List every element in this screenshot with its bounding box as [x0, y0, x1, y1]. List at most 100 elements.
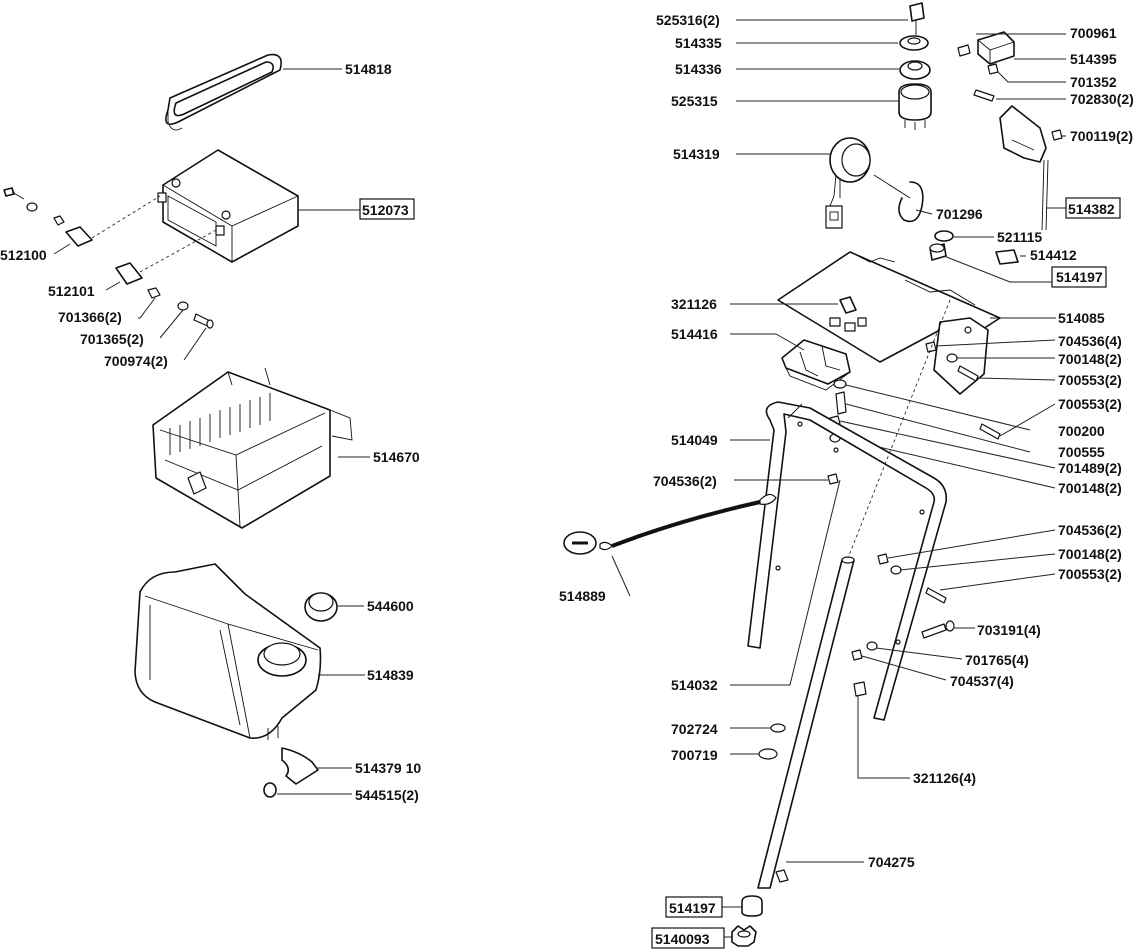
label-514336: 514336: [675, 61, 722, 77]
box-5140093: [651, 927, 725, 949]
label-703191: 703191(4): [977, 622, 1041, 638]
label-514395: 514395: [1070, 51, 1117, 67]
bushing-top-part: [929, 243, 947, 261]
leader-514032: [730, 479, 841, 686]
buzzer-part: [825, 137, 871, 229]
frame-side-hardware-parts: [877, 553, 947, 604]
leader-704536-2b: [887, 529, 1056, 559]
label-544600: 544600: [367, 598, 414, 614]
label-525316: 525316(2): [656, 12, 720, 28]
battery-tray-part: [152, 367, 353, 529]
leader-704537: [861, 655, 947, 681]
battery-strap-part: [165, 53, 282, 131]
retaining-clip-part: [873, 174, 924, 223]
bushing-bottom-part: [741, 895, 763, 917]
label-514889: 514889: [559, 588, 606, 604]
label-701765: 701765(4): [965, 652, 1029, 668]
label-514818: 514818: [345, 61, 392, 77]
leader-514416: [730, 333, 805, 351]
label-514839: 514839: [367, 667, 414, 683]
label-704536-2a: 704536(2): [653, 473, 717, 489]
grommet-part: [934, 230, 954, 242]
leader-321126-4: [857, 696, 910, 779]
leader-512101: [105, 281, 121, 291]
label-514412: 514412: [1030, 247, 1077, 263]
leader-700553-a: [977, 377, 1056, 381]
leader-700974: [183, 327, 207, 361]
label-512073: 512073: [362, 202, 409, 218]
label-700719: 700719: [671, 747, 718, 763]
label-514197b: 514197: [669, 900, 716, 916]
battery-part: [157, 149, 299, 263]
leader-701489: [839, 420, 1056, 469]
steering-shaft-part: [757, 299, 951, 889]
leader-704536-4: [935, 339, 1056, 347]
fuel-cap-part: [304, 592, 338, 622]
shaft-washer-parts: [758, 723, 786, 760]
label-514085: 514085: [1058, 310, 1105, 326]
label-701366: 701366(2): [58, 309, 122, 325]
label-700200: 700200: [1058, 423, 1105, 439]
leader-512100: [53, 243, 71, 255]
box-514197b: [665, 896, 723, 918]
label-702724: 702724: [671, 721, 718, 737]
frame-lower-hardware-parts: [851, 620, 955, 661]
terminal-cover-part: [3, 187, 161, 247]
label-525315: 525315: [671, 93, 718, 109]
label-321126: 321126: [671, 296, 717, 312]
pinion-gear-part: [731, 925, 757, 947]
label-704275: 704275: [868, 854, 915, 870]
label-321126-4: 321126(4): [913, 770, 976, 786]
label-700553-a: 700553(2): [1058, 372, 1122, 388]
ground-cable-part: [563, 493, 777, 555]
frame-clip-parts: [853, 681, 867, 697]
label-704536-2b: 704536(2): [1058, 522, 1122, 538]
label-700119: 700119(2): [1070, 128, 1133, 144]
handle-frame-part: [747, 401, 948, 721]
label-700555: 700555: [1058, 444, 1105, 460]
label-700553-c: 700553(2): [1058, 566, 1122, 582]
frame-nut-part: [827, 473, 839, 485]
label-5140093: 5140093: [655, 931, 710, 947]
label-514382: 514382: [1068, 201, 1115, 217]
ignition-key-part: [909, 2, 925, 35]
label-521115: 521115: [997, 229, 1042, 245]
leader-701765: [875, 647, 963, 660]
label-514319: 514319: [673, 146, 720, 162]
leader-700200: [845, 384, 1031, 431]
label-704536-4: 704536(4): [1058, 333, 1122, 349]
label-700148-c: 700148(2): [1058, 546, 1122, 562]
leader-701365: [159, 309, 184, 339]
label-512100: 512100: [0, 247, 47, 263]
label-514197a: 514197: [1056, 269, 1103, 285]
label-700961: 700961: [1070, 25, 1117, 41]
box-514382: [1065, 197, 1121, 219]
ignition-nut-part: [899, 35, 929, 51]
box-512073: [359, 198, 415, 220]
mount-bracket-part: [781, 339, 851, 391]
leader-700555: [845, 403, 1031, 453]
label-700148-a: 700148(2): [1058, 351, 1122, 367]
label-701489: 701489(2): [1058, 460, 1122, 476]
label-544515: 544515(2): [355, 787, 419, 803]
label-514379: 514379 10: [355, 760, 421, 776]
switch-bracket-parts: [957, 31, 1015, 75]
panel-clip-part: [839, 296, 857, 314]
switch-plate-parts: [973, 89, 1063, 231]
label-514032: 514032: [671, 677, 718, 693]
leader-700553-b: [999, 403, 1056, 437]
leader-700148-c: [899, 553, 1056, 571]
roll-pin-part: [775, 869, 789, 883]
fuel-tank-part: [134, 563, 322, 740]
leader-701366: [138, 297, 156, 319]
terminal-cover-2-part: [115, 228, 219, 285]
leader-701296: [915, 209, 933, 215]
label-702830: 702830(2): [1070, 91, 1134, 107]
ignition-bezel-part: [899, 60, 931, 80]
label-514416: 514416: [671, 326, 718, 342]
label-701352: 701352: [1070, 74, 1117, 90]
label-701296: 701296: [936, 206, 983, 222]
nut-washer-bolt-parts: [147, 287, 214, 329]
